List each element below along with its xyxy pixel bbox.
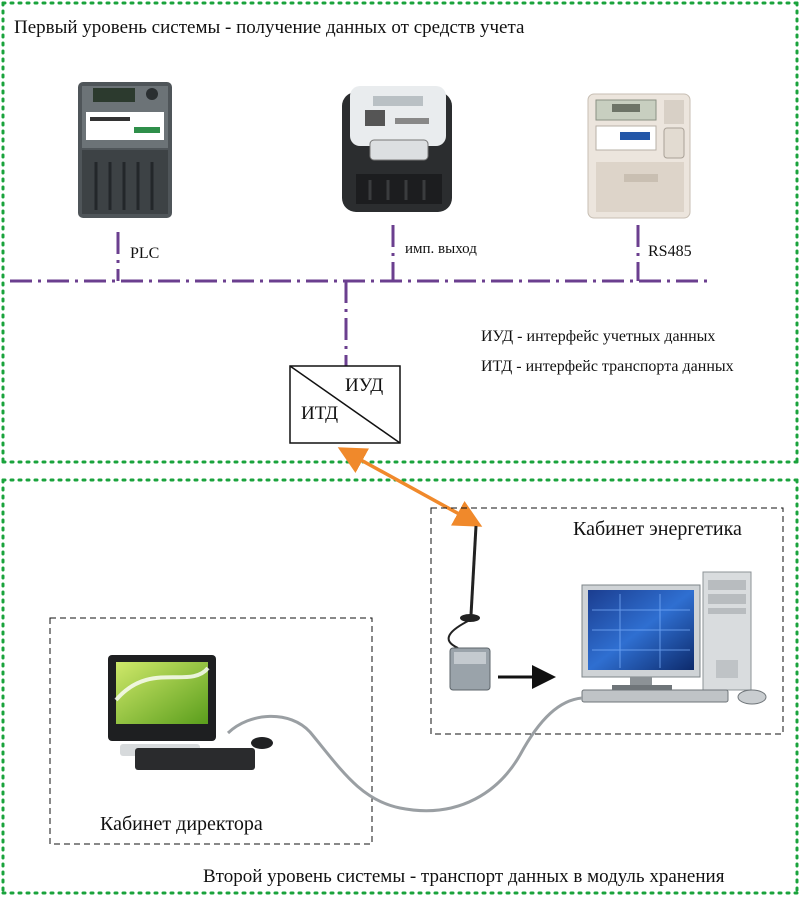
meter-label-plc: PLC [130,245,160,262]
energy-room-frame [430,507,784,735]
all-in-one-computer-icon [108,655,273,770]
meter-label-imp: имп. выход [405,241,477,257]
level2-title: Второй уровень системы - транспорт данны… [203,866,725,887]
director-room-frame [49,617,373,845]
electric-meter-2-icon [342,86,452,212]
network-cable [226,696,583,813]
energy-room-label: Кабинет энергетика [573,518,742,540]
level1-title: Первый уровень системы - получение данны… [14,17,525,38]
interface-converter-box [289,365,401,444]
level1-zone-border [1,1,799,464]
desktop-computer-icon [581,571,767,705]
level2-zone-border [1,478,799,895]
interface-box-top-label: ИУД [345,375,384,396]
electric-meter-3-icon [587,93,691,219]
legend-itd: ИТД - интерфейс транспорта данных [481,358,734,375]
interface-box-bottom-label: ИТД [301,403,339,424]
electric-meter-1-icon [78,82,172,218]
gsm-antenna-icon [447,525,480,649]
data-bus [10,225,712,366]
gsm-modem-icon [449,647,491,691]
director-room-label: Кабинет директора [100,813,263,835]
meter-label-rs485: RS485 [648,243,692,260]
legend-iud: ИУД - интерфейс учетных данных [481,328,716,345]
radio-link-arrow [337,447,483,527]
